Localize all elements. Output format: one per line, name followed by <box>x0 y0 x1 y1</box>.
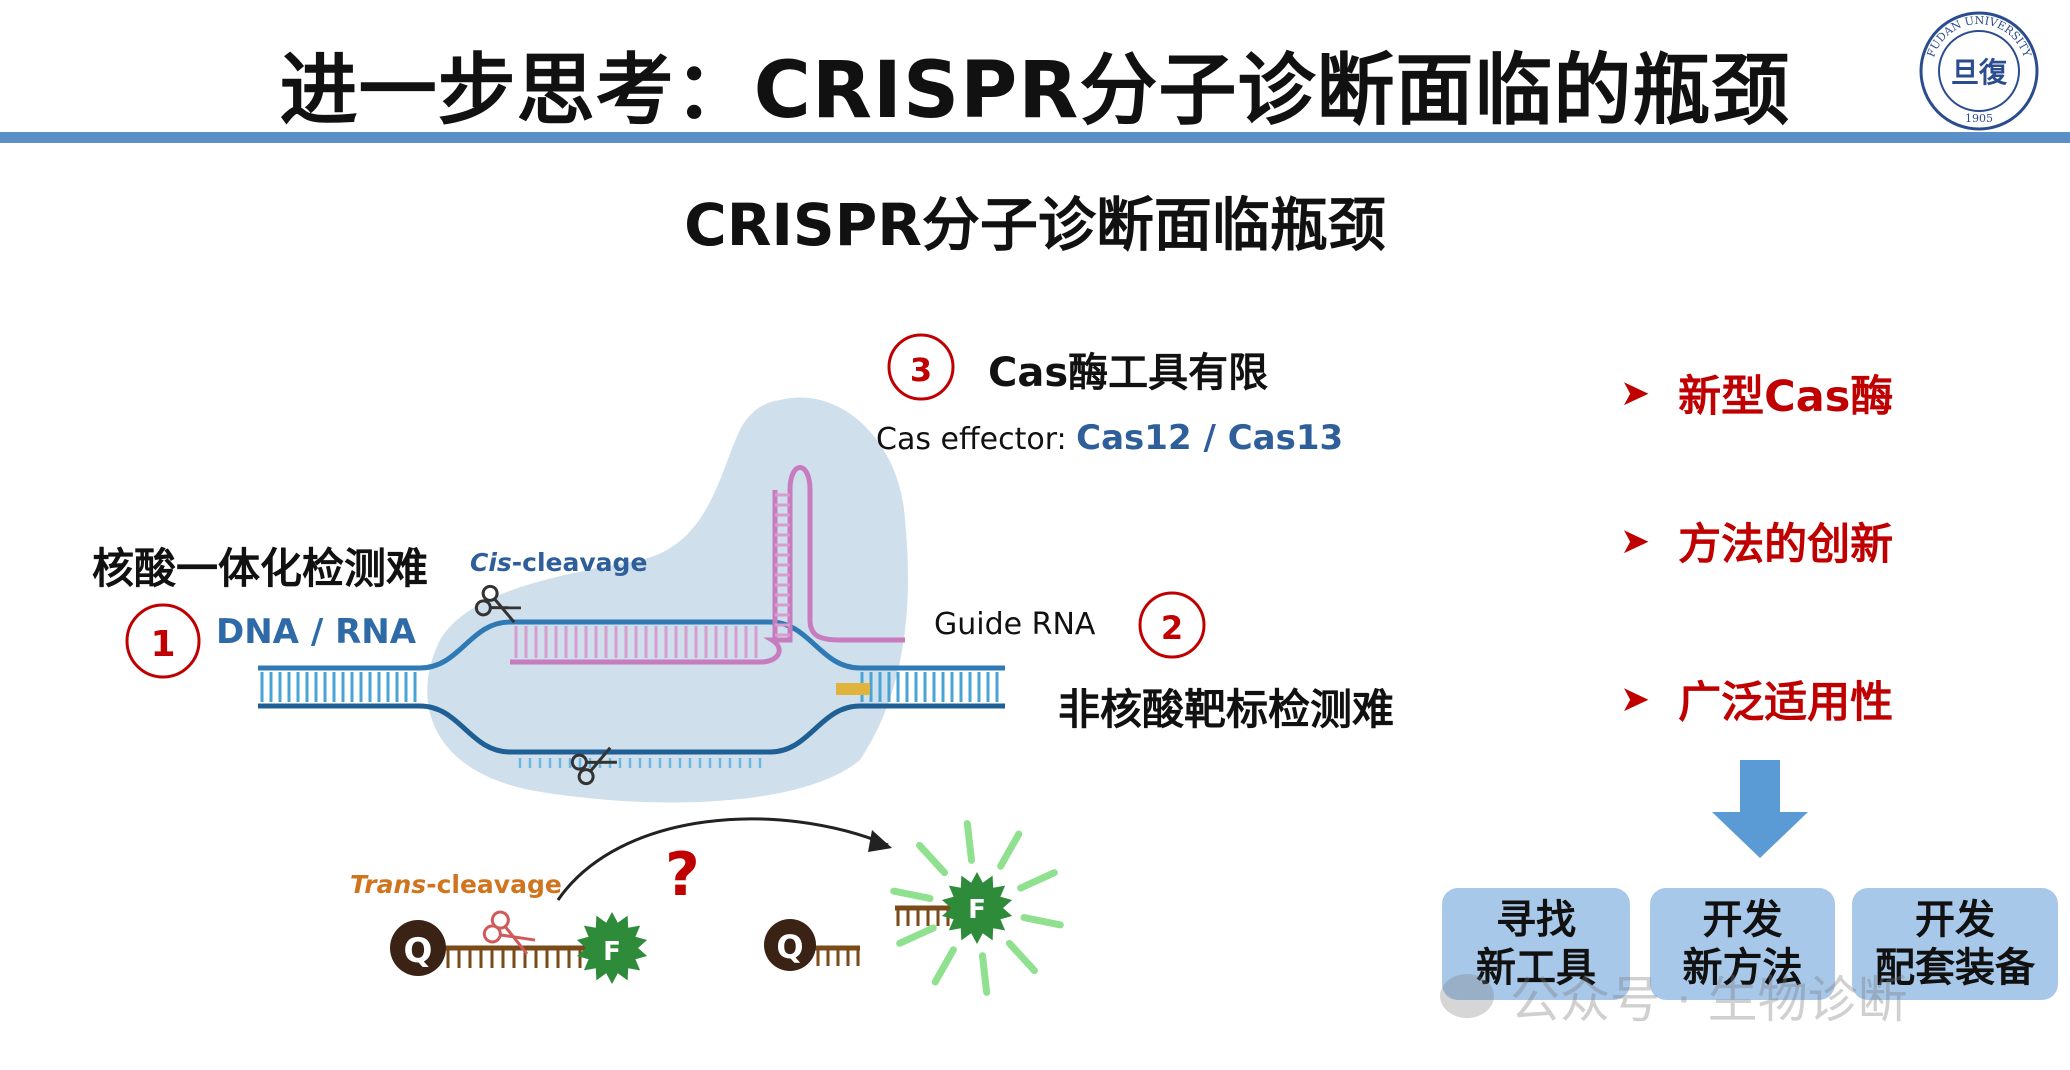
arrowhead-bullet-icon: ➤ <box>1620 678 1651 720</box>
svg-text:F: F <box>603 937 621 967</box>
dna-top-strand <box>258 619 1005 671</box>
svg-text:1: 1 <box>150 624 175 665</box>
svg-text:Q: Q <box>404 931 433 971</box>
guide-rna-base-pairs <box>514 626 758 658</box>
bullet-new-cas: ➤新型Cas酶 <box>1620 372 1894 422</box>
logo-year: 1905 <box>1965 112 1993 125</box>
fudan-university-logo: FUDAN UNIVERSITY 1905 旦復 <box>1919 11 2039 131</box>
svg-text:2: 2 <box>1161 609 1183 647</box>
scissors-icon-cis-bottom <box>570 746 617 786</box>
dna-bubble-ticks <box>518 758 762 768</box>
arrowhead-bullet-icon: ➤ <box>1620 372 1651 414</box>
guide-rna-hairpin-rungs <box>775 493 790 637</box>
bottleneck-2-title: 非核酸靶标检测难 <box>1058 685 1395 734</box>
bottleneck-1-badge: 1 <box>125 603 201 679</box>
quencher-icon <box>764 919 816 971</box>
svg-text:F: F <box>968 895 986 925</box>
svg-text:3: 3 <box>910 351 932 389</box>
section-subtitle: CRISPR分子诊断面临瓶颈 <box>684 191 1386 259</box>
page-title: 进一步思考：CRISPR分子诊断面临的瓶颈 <box>279 46 1791 136</box>
trans-cleavage-label: Trans-cleavage <box>350 870 562 899</box>
svg-text:Q: Q <box>776 928 803 966</box>
dna-bottom-strand <box>258 703 1005 755</box>
reporter-uncleaved: Q F <box>390 912 648 984</box>
scissors-icon-cis-top <box>474 584 521 624</box>
down-arrow-icon <box>1712 760 1808 858</box>
solution-box-new-methods: 开发新方法 <box>1650 888 1835 1000</box>
dna-base-pairs-right <box>860 672 999 702</box>
cleavage-arrow <box>556 817 889 901</box>
question-mark: ? <box>665 840 700 910</box>
pam-site <box>836 683 870 695</box>
solution-box-new-tools: 寻找新工具 <box>1442 888 1630 1000</box>
watermark: 公众号 · 生物诊断 <box>1440 960 1908 1032</box>
bottleneck-1-title: 核酸一体化检测难 <box>92 544 429 593</box>
reporter-cleaved-quencher: Q <box>764 919 860 971</box>
bullet-method-innovation: ➤方法的创新 <box>1620 520 1894 570</box>
quencher-icon <box>390 920 446 976</box>
bottleneck-3-badge: 3 <box>887 333 955 401</box>
fluorophore-icon <box>576 912 648 984</box>
title-divider <box>0 132 2070 143</box>
bullet-broad-applicability: ➤广泛适用性 <box>1620 678 1894 728</box>
arrowhead-bullet-icon: ➤ <box>1620 520 1651 562</box>
dna-duplex <box>258 619 1005 755</box>
cleavage-arrowhead <box>868 830 892 852</box>
wechat-icon <box>1440 974 1494 1018</box>
bottleneck-3-title: Cas酶工具有限 <box>988 350 1269 396</box>
bottleneck-1-subtitle: DNA / RNA <box>216 612 417 652</box>
solution-box-equipment: 开发配套装备 <box>1852 888 2058 1000</box>
cis-cleavage-label: Cis-cleavage <box>470 548 648 577</box>
cas-effector-label: Cas effector: Cas12 / Cas13 <box>876 418 1344 458</box>
logo-glyph: 旦復 <box>1951 56 2008 89</box>
dna-base-pairs-left <box>260 672 417 702</box>
scissors-icon-trans <box>482 910 536 955</box>
reporter-cleaved-fluor: F <box>890 820 1064 996</box>
fluorophore-icon <box>941 872 1013 944</box>
guide-rna-label: Guide RNA <box>934 607 1096 642</box>
bottleneck-2-badge: 2 <box>1138 591 1206 659</box>
cas-protein-blob <box>427 397 908 803</box>
